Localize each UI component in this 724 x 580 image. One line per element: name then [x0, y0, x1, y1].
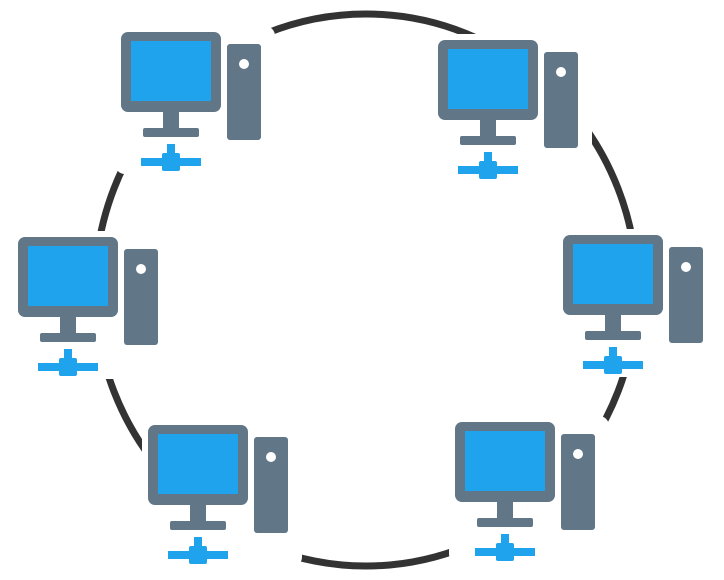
pc-tower — [561, 434, 595, 530]
node-top-right — [432, 34, 592, 182]
monitor-screen — [131, 41, 211, 101]
monitor-base — [477, 518, 533, 527]
network-connector-icon — [458, 152, 518, 179]
network-connector-icon — [583, 347, 643, 374]
desktop-computer-icon — [563, 235, 703, 343]
power-button — [136, 264, 146, 274]
desktop-computer-icon — [455, 422, 595, 530]
monitor-base — [40, 333, 96, 342]
connector-hub — [59, 358, 77, 376]
desktop-computer-icon — [121, 32, 261, 140]
power-button — [266, 452, 276, 462]
connector-hub — [604, 356, 622, 374]
node-middle-right — [557, 229, 717, 377]
connector-hub — [496, 543, 514, 561]
pc-tower — [254, 437, 288, 533]
connector-hub — [189, 546, 207, 564]
monitor-neck — [480, 120, 496, 136]
network-nodes — [12, 26, 717, 567]
pc-tower — [669, 247, 703, 343]
monitor-screen — [465, 431, 545, 491]
network-connector-icon — [141, 144, 201, 171]
connector-hub — [162, 153, 180, 171]
pc-tower — [227, 44, 261, 140]
node-bottom-left — [142, 419, 302, 567]
desktop-computer-icon — [438, 40, 578, 148]
monitor-screen — [158, 434, 238, 494]
monitor-neck — [163, 112, 179, 128]
monitor-neck — [605, 315, 621, 331]
power-button — [239, 59, 249, 69]
pc-tower — [544, 52, 578, 148]
monitor-screen — [448, 49, 528, 109]
monitor-base — [585, 331, 641, 340]
desktop-computer-icon — [18, 237, 158, 345]
monitor-base — [143, 128, 199, 137]
monitor-base — [170, 521, 226, 530]
monitor-neck — [60, 317, 76, 333]
power-button — [681, 262, 691, 272]
connector-hub — [479, 161, 497, 179]
monitor-screen — [573, 244, 653, 304]
monitor-base — [460, 136, 516, 145]
network-connector-icon — [168, 537, 228, 564]
node-top-left — [115, 26, 275, 174]
power-button — [556, 67, 566, 77]
power-button — [573, 449, 583, 459]
network-connector-icon — [38, 349, 98, 376]
monitor-neck — [497, 502, 513, 518]
node-bottom-right — [449, 416, 609, 564]
node-middle-left — [12, 231, 172, 379]
network-connector-icon — [475, 534, 535, 561]
monitor-screen — [28, 246, 108, 306]
monitor-neck — [190, 505, 206, 521]
pc-tower — [124, 249, 158, 345]
desktop-computer-icon — [148, 425, 288, 533]
